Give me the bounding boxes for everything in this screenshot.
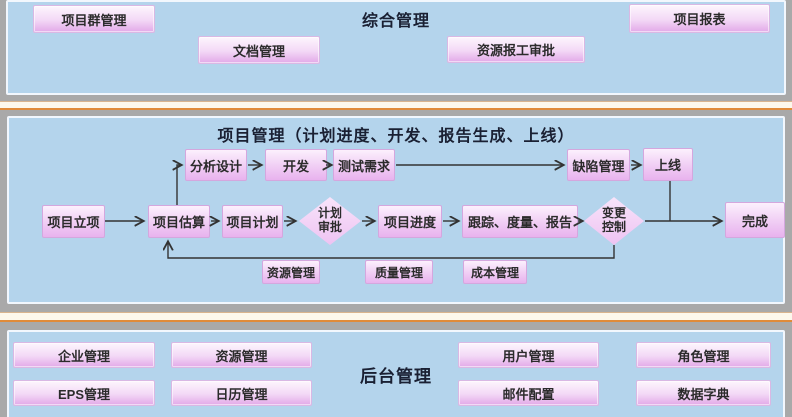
flow-node-project-estimation[interactable]: 项目估算: [148, 205, 210, 238]
flow-node-label: 变更 控制: [601, 206, 626, 234]
flow-node-track-measure-report[interactable]: 跟踪、度量、报告: [462, 205, 578, 238]
button-label: EPS管理: [57, 386, 110, 402]
flow-node-label: 成本管理: [470, 265, 519, 280]
button-label: 日历管理: [215, 386, 268, 402]
flow-node-analysis-design[interactable]: 分析设计: [185, 149, 247, 181]
button-label: 资源管理: [215, 348, 268, 364]
flow-node-label: 项目立项: [47, 215, 100, 230]
flow-node-test-requirement[interactable]: 测试需求: [333, 149, 395, 181]
button-label: 数据字典: [677, 386, 730, 402]
button-role-mgmt[interactable]: 角色管理: [636, 342, 771, 368]
flow-node-label: 计划 审批: [317, 206, 342, 234]
flow-node-label: 质量管理: [374, 265, 423, 280]
button-label: 企业管理: [57, 348, 110, 364]
button-label: 角色管理: [677, 348, 730, 364]
button-label: 文档管理: [232, 43, 285, 59]
flow-node-label: 项目估算: [152, 215, 205, 230]
flow-node-project-initiation[interactable]: 项目立项: [42, 205, 105, 238]
flow-node-label: 资源管理: [266, 265, 315, 280]
flow-node-complete[interactable]: 完成: [725, 202, 785, 238]
band-separator: [0, 312, 792, 322]
project-mgmt-title: 项目管理（计划进度、开发、报告生成、上线）: [217, 128, 575, 145]
band-separator: [0, 101, 792, 110]
flow-node-label: 完成: [741, 213, 768, 229]
button-calendar-mgmt[interactable]: 日历管理: [171, 380, 312, 406]
backend-mgmt-title: 后台管理: [360, 367, 432, 386]
button-resource-mgmt[interactable]: 资源管理: [171, 342, 312, 368]
flow-support-resource-mgmt[interactable]: 资源管理: [262, 260, 320, 284]
flow-node-label: 项目计划: [226, 215, 279, 230]
button-eps-mgmt[interactable]: EPS管理: [13, 380, 155, 406]
button-enterprise-mgmt[interactable]: 企业管理: [13, 342, 155, 368]
flow-node-label: 上线: [654, 158, 681, 173]
flow-node-go-live[interactable]: 上线: [643, 148, 693, 181]
flow-node-develop[interactable]: 开发: [265, 149, 327, 181]
flow-node-label: 分析设计: [189, 158, 242, 174]
button-label: 资源报工审批: [476, 43, 555, 58]
button-project-reports[interactable]: 项目报表: [629, 4, 770, 33]
flow-node-label: 缺陷管理: [572, 158, 625, 174]
flow-node-label: 项目进度: [383, 215, 436, 230]
comprehensive-mgmt-title: 综合管理: [361, 13, 430, 30]
button-resource-timesheet-approval[interactable]: 资源报工审批: [447, 36, 585, 63]
flow-node-label: 测试需求: [337, 158, 390, 174]
button-data-dictionary[interactable]: 数据字典: [636, 380, 771, 406]
button-document-mgmt[interactable]: 文档管理: [198, 36, 320, 64]
flow-support-quality-mgmt[interactable]: 质量管理: [365, 260, 433, 284]
button-label: 邮件配置: [502, 386, 555, 402]
flow-node-project-planning[interactable]: 项目计划: [222, 205, 283, 238]
button-label: 项目群管理: [61, 12, 127, 28]
flow-node-defect-mgmt[interactable]: 缺陷管理: [567, 149, 630, 181]
flow-node-project-progress[interactable]: 项目进度: [378, 205, 442, 238]
flow-node-label: 开发: [282, 158, 309, 174]
button-label: 项目报表: [673, 12, 726, 27]
flow-node-label: 跟踪、度量、报告: [467, 215, 572, 230]
button-label: 用户管理: [502, 348, 555, 364]
button-mail-config[interactable]: 邮件配置: [458, 380, 599, 406]
button-user-mgmt[interactable]: 用户管理: [458, 342, 599, 368]
button-project-group-mgmt[interactable]: 项目群管理: [33, 5, 155, 33]
flow-support-cost-mgmt[interactable]: 成本管理: [463, 260, 527, 284]
